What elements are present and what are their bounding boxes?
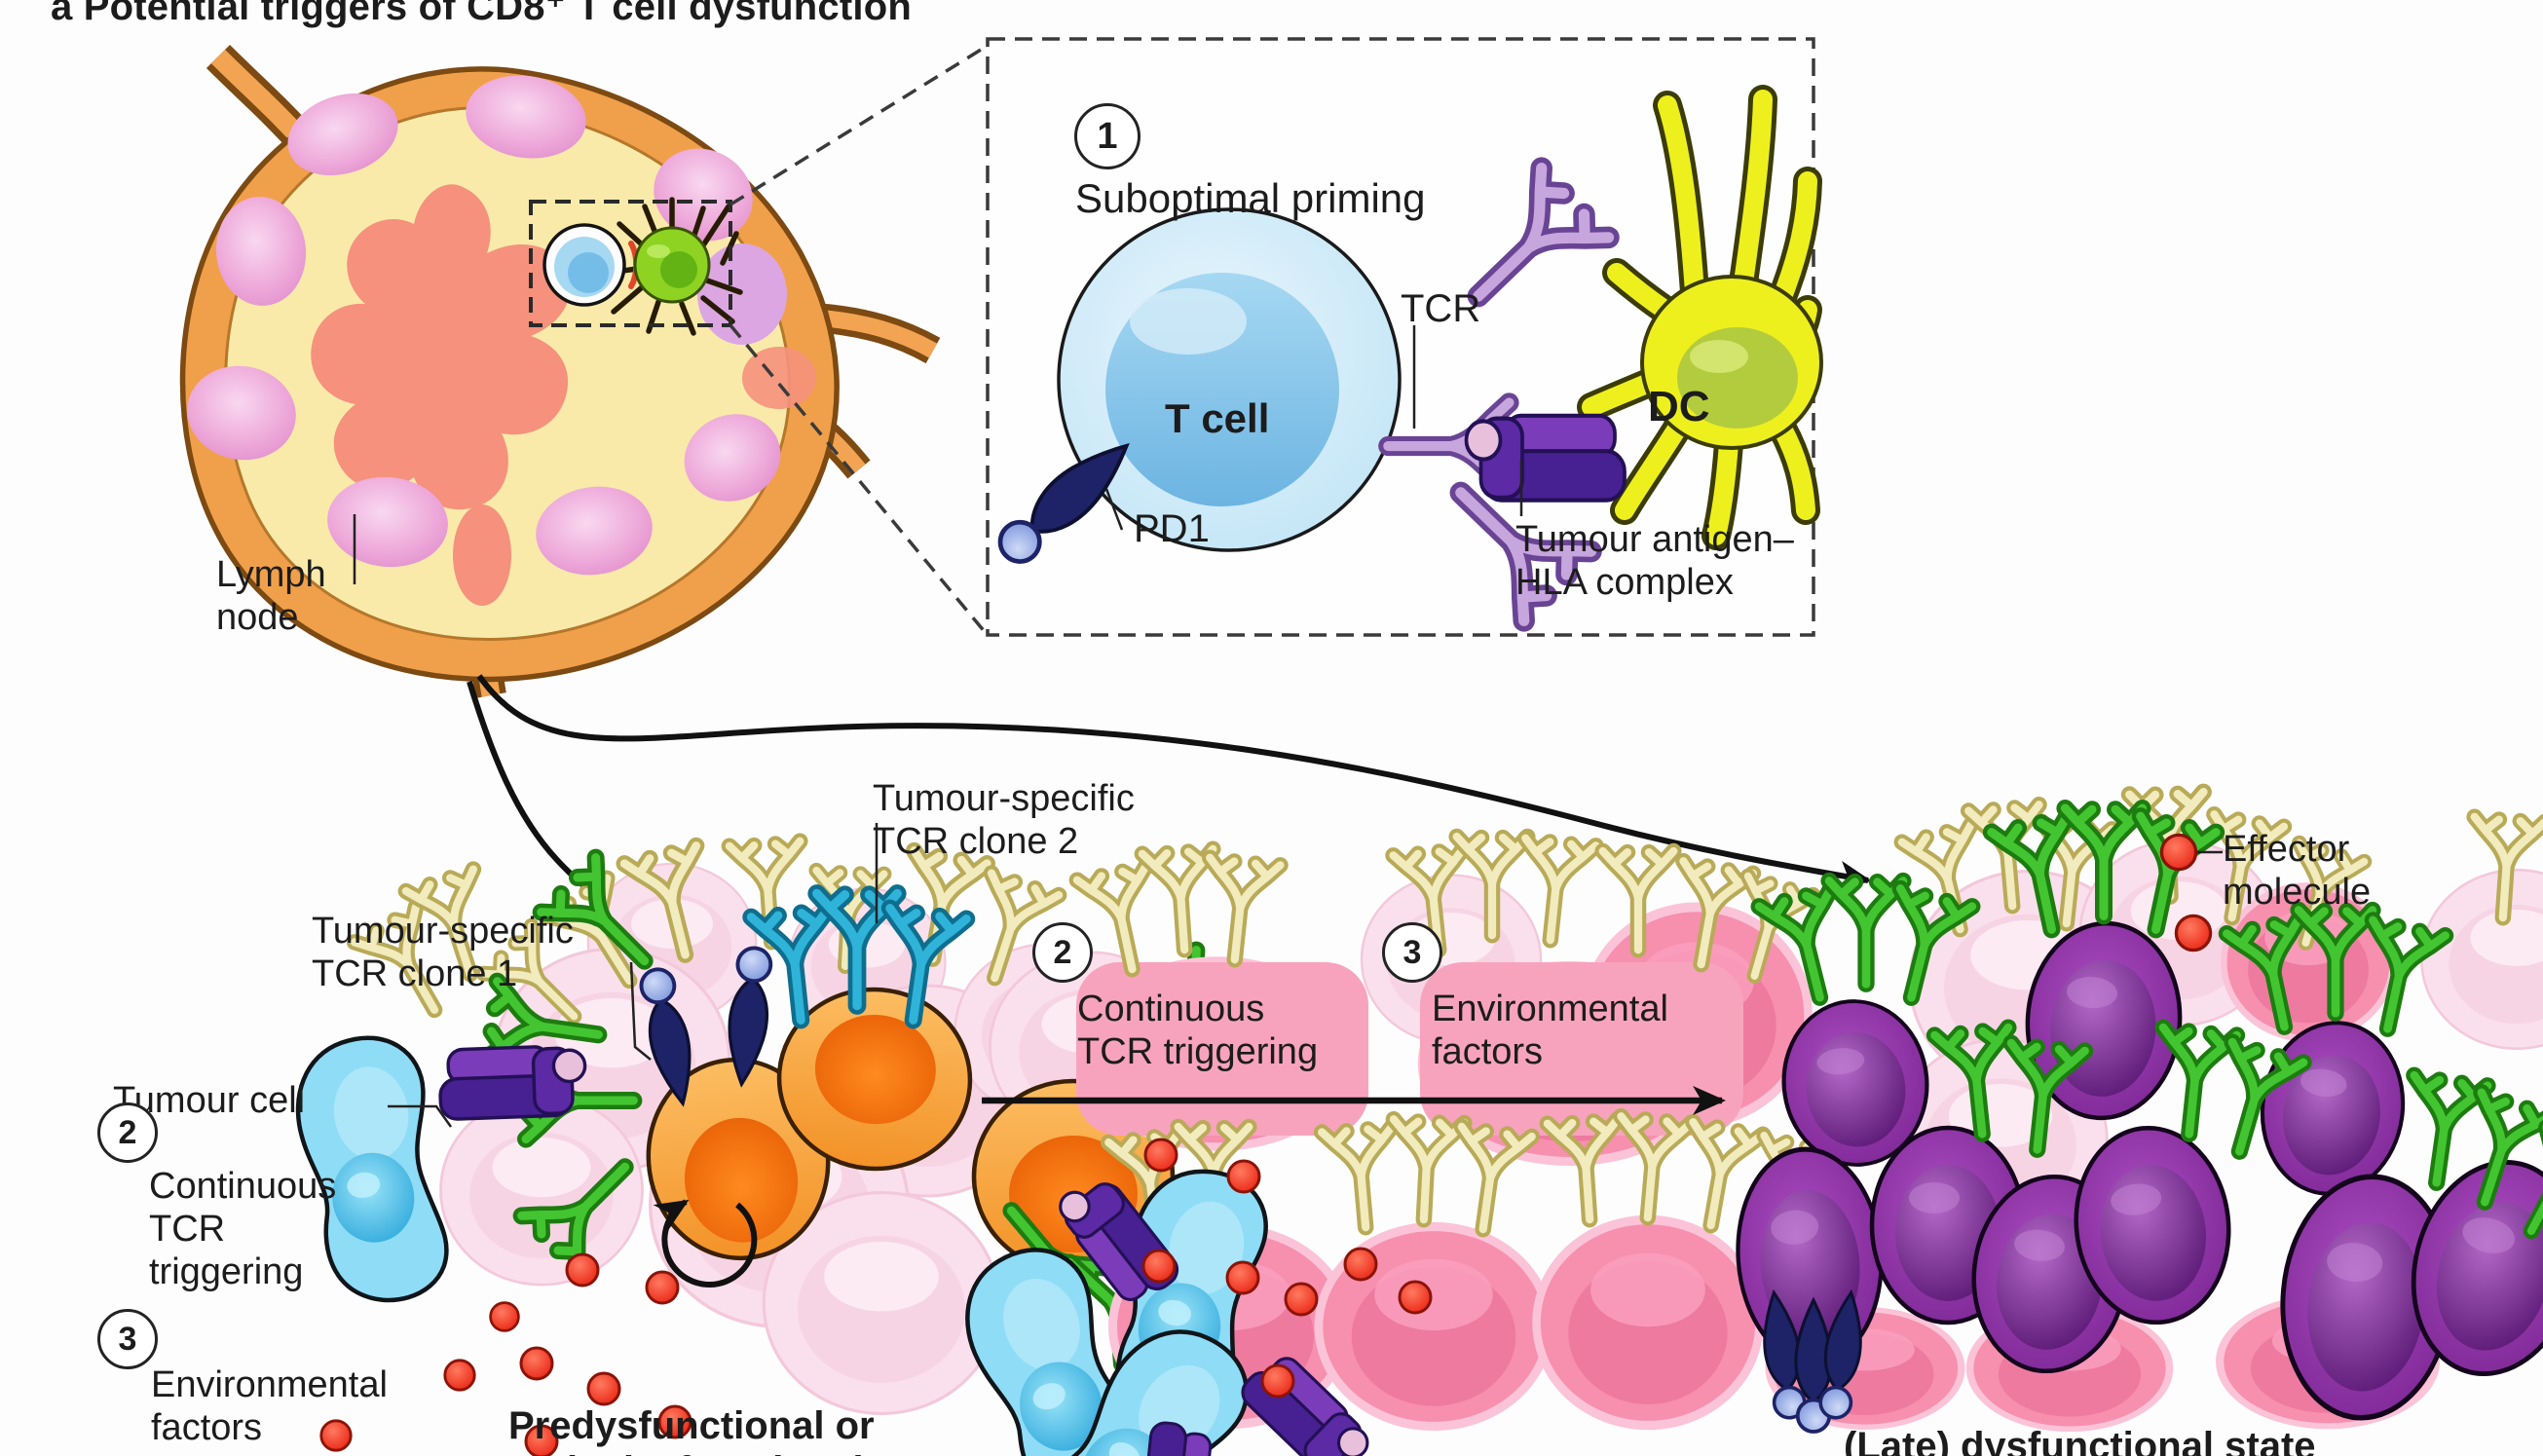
t-cell-label: T cell [1165,395,1270,441]
lymph-node-label: Lymph node [216,554,326,639]
step-2-badge: 2 [97,1102,158,1163]
pd1-label: PD1 [1134,507,1210,550]
effector-molecule-dot [2159,833,2198,872]
green-dc-icon [606,197,743,336]
hla-complex-icon [1467,416,1626,501]
late-dysfunctional-cluster [1731,792,2543,1434]
middle-section [982,837,1829,1432]
step-3-badge: 3 [97,1309,158,1369]
figure-title: a Potential triggers of CD8⁺ T cell dysf… [51,0,912,28]
step-2-badge: 2 [1032,922,1093,983]
dc-label: DC [1648,383,1710,430]
step-3-badge: 3 [1382,922,1442,983]
lymph-node-medulla [311,184,571,510]
tcr-clone2-label: Tumour-specific TCR clone 2 [873,778,1135,863]
self-renewal-arrow [653,1199,758,1288]
suboptimal-priming-label: Suboptimal priming [1075,175,1426,221]
environmental-factors-label: Environmental factors [151,1364,388,1449]
lymph-node-follicles [187,75,787,576]
environmental-factors-label: Environmental factors [1432,989,1668,1073]
dc-icon [1577,85,1823,550]
inset-pointer-lines [1104,325,1523,531]
selection-box [529,200,732,327]
blue-t-cell-icon [542,223,626,307]
inset-connector-lines [729,45,988,635]
effector-molecule-label: Effector molecule [2223,829,2372,914]
continuous-tcr-label: Continuous TCR triggering [1077,989,1319,1073]
tcr-clone1-label: Tumour-specific TCR clone 1 [312,911,574,995]
predysfunctional-cluster [288,841,1251,1415]
pointer-lines [353,514,2223,1128]
tcr-label: TCR [1401,287,1481,330]
arrow-to-late-cluster [476,674,1872,890]
predysfunctional-state-label: Predysfunctional or early dysfunctional … [508,1404,965,1456]
hla-complex-label: Tumour antigen– HLA complex [1515,519,1794,604]
label-backdrop [1420,962,1743,1136]
t-cell-icon [1057,207,1402,552]
continuous-tcr-label: Continuous TCR triggering [149,1166,337,1293]
lymph-node-illustration [179,44,941,698]
effector-molecule-dot [2174,914,2213,952]
label-backdrop [1076,962,1368,1136]
step-1-badge: 1 [1074,103,1141,169]
late-dysfunctional-state-label: (Late) dysfunctional state [1844,1425,2316,1456]
